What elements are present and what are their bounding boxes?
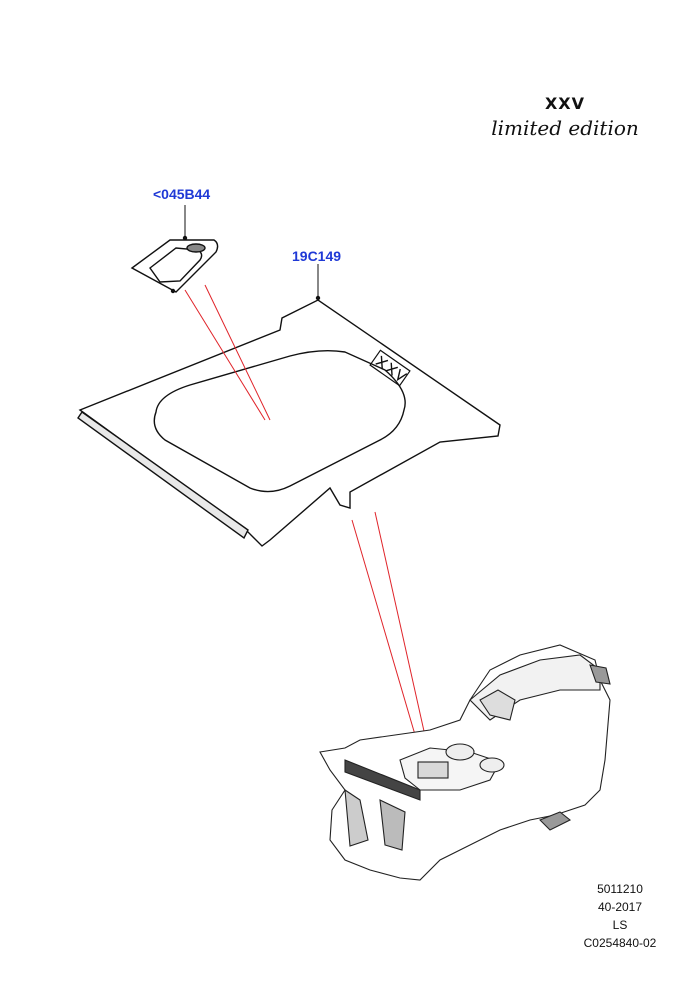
callout-label-logo-insert[interactable]: <045B44 [153, 186, 211, 202]
edition-title: XXV [544, 94, 586, 113]
reference-line: 5011210 [597, 882, 643, 896]
reference-line: LS [612, 918, 628, 932]
edition-subtitle: limited edition [491, 116, 639, 140]
tray-liner-panel [77, 299, 501, 547]
assembly-lines [184, 284, 431, 763]
logo-insert-part [130, 239, 219, 293]
reference-line: 40-2017 [597, 900, 643, 914]
callout-label-tray-liner[interactable]: 19C149 [292, 248, 342, 264]
xxv-emboss-mark [369, 349, 411, 387]
center-console [319, 644, 611, 881]
reference-line: C0254840-02 [583, 936, 657, 950]
callout-a-leader [170, 205, 188, 294]
callout-b-leader [315, 264, 321, 301]
reference-block: 5011210 40-2017 LS C0254840-02 [540, 880, 700, 952]
